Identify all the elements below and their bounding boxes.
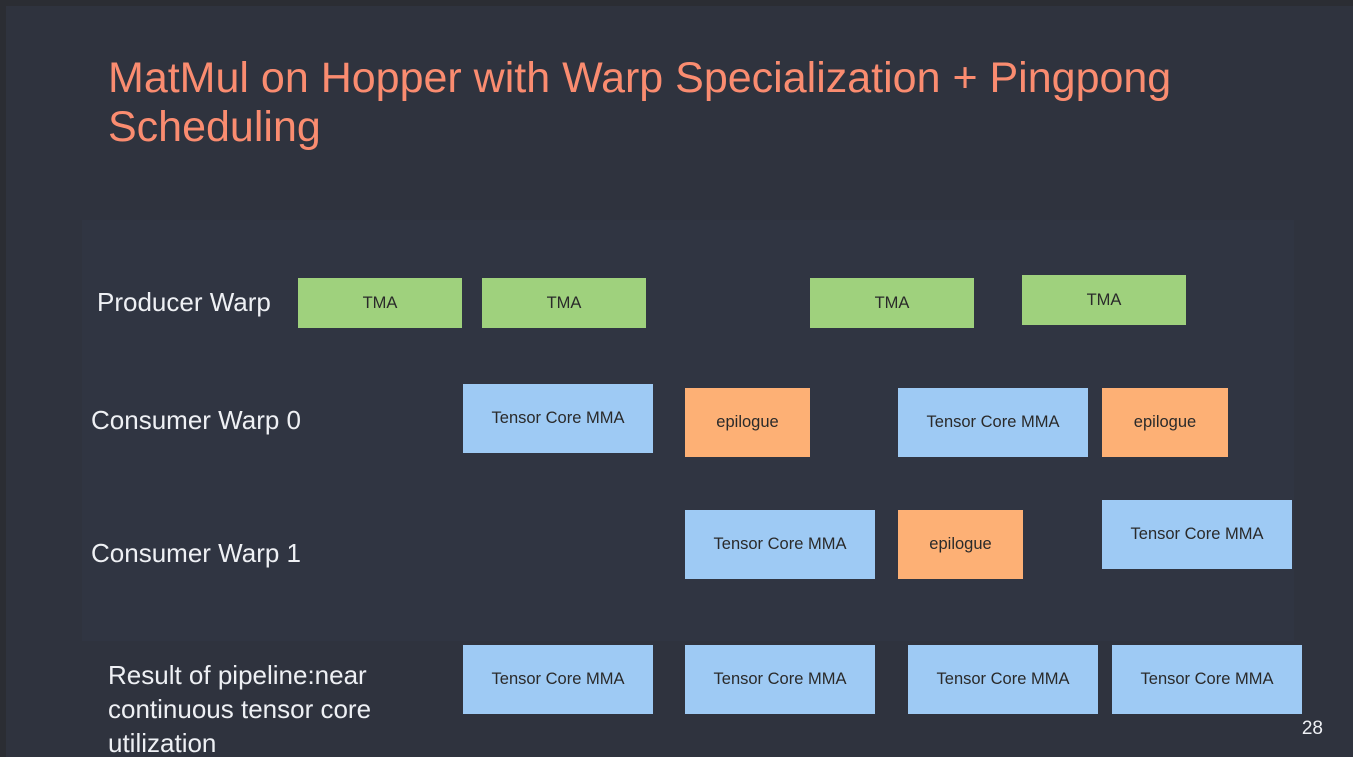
- page-number: 28: [1301, 718, 1323, 739]
- producer-warp-label: Producer Warp: [97, 287, 271, 317]
- result-label: Result of pipeline:near continuous tenso…: [108, 660, 372, 757]
- slide: MatMul on Hopper with Warp Specializatio…: [6, 6, 1353, 757]
- consumer1-mma-block: Tensor Core MMA: [685, 510, 875, 579]
- consumer1-mma-block: Tensor Core MMA: [1102, 500, 1292, 569]
- consumer0-epilogue-block: epilogue: [685, 388, 810, 457]
- producer-tma-block: TMA: [482, 278, 646, 328]
- consumer0-epilogue-block: epilogue: [1102, 388, 1228, 457]
- consumer-warp-1-label: Consumer Warp 1: [91, 538, 301, 568]
- result-mma-block: Tensor Core MMA: [685, 645, 875, 714]
- producer-tma-block: TMA: [298, 278, 462, 328]
- result-mma-block: Tensor Core MMA: [1112, 645, 1302, 714]
- producer-tma-block: TMA: [810, 278, 974, 328]
- consumer-warp-0-label: Consumer Warp 0: [91, 405, 301, 435]
- producer-tma-block: TMA: [1022, 275, 1186, 325]
- result-mma-block: Tensor Core MMA: [463, 645, 653, 714]
- result-mma-block: Tensor Core MMA: [908, 645, 1098, 714]
- consumer1-epilogue-block: epilogue: [898, 510, 1023, 579]
- consumer0-mma-block: Tensor Core MMA: [463, 384, 653, 453]
- slide-title: MatMul on Hopper with Warp Specializatio…: [108, 54, 1172, 151]
- consumer0-mma-block: Tensor Core MMA: [898, 388, 1088, 457]
